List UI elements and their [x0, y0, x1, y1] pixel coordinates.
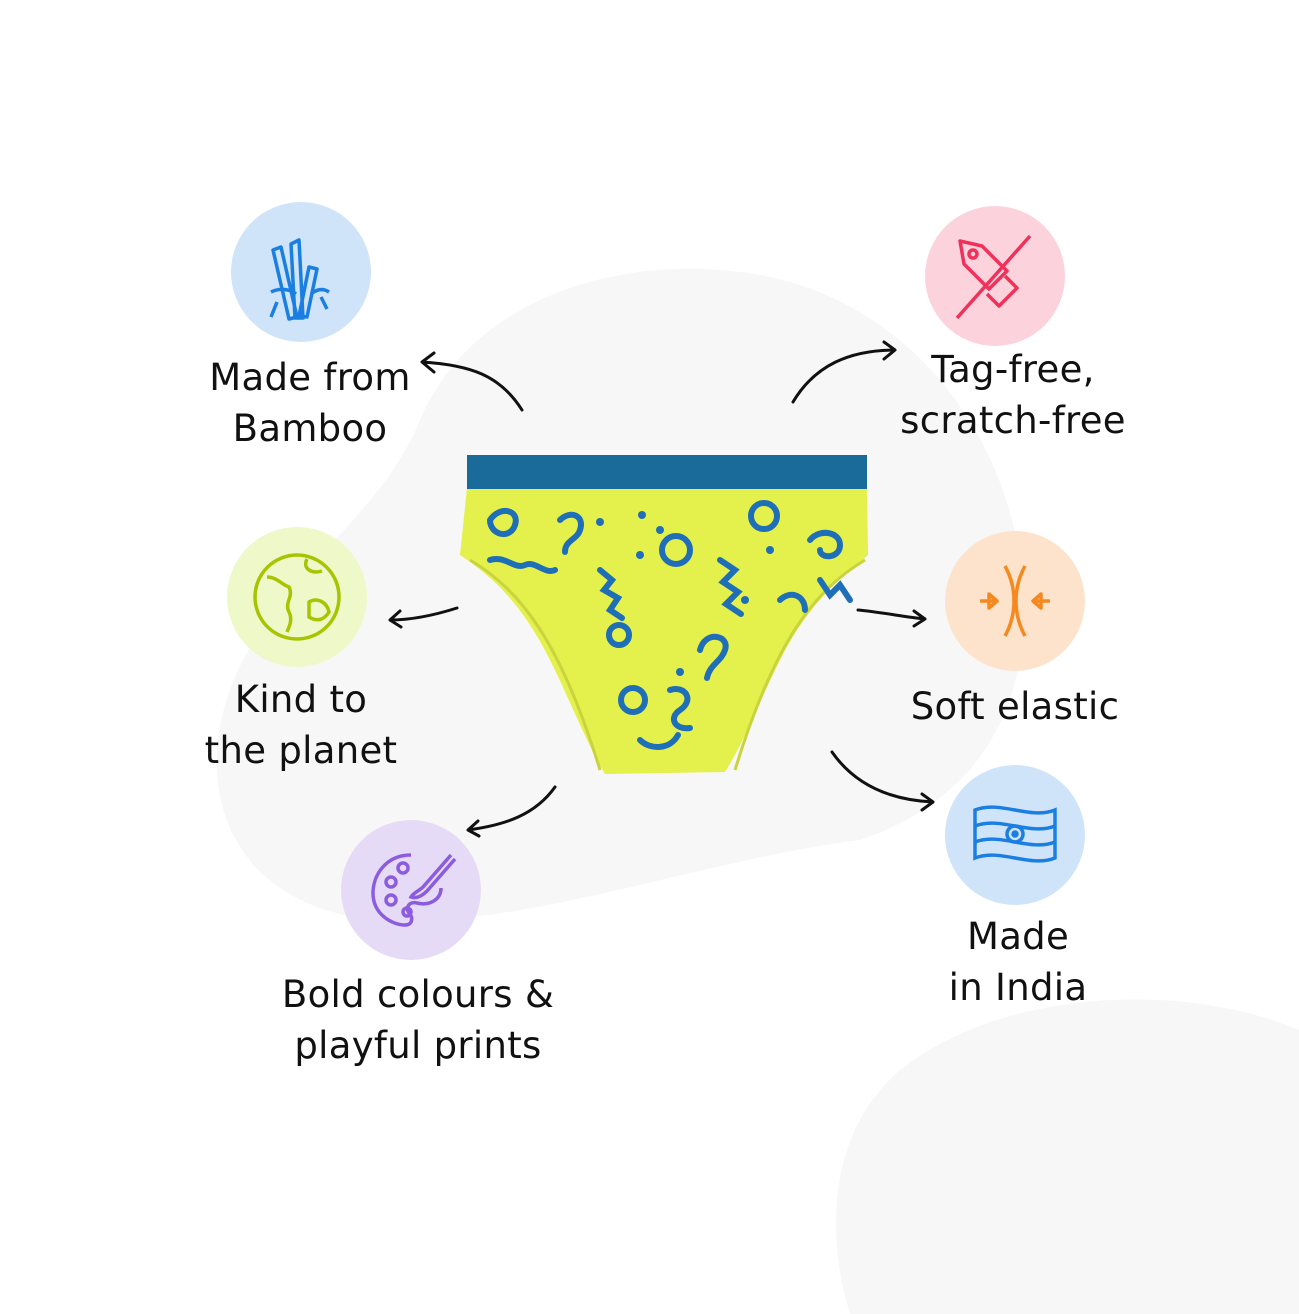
label-line: Made	[966, 915, 1070, 958]
bamboo-feature-circle	[231, 202, 371, 342]
feature-label-elastic: Soft elastic	[911, 681, 1120, 732]
label-line: Tag-free,	[931, 348, 1095, 391]
prints-feature-circle	[341, 820, 481, 960]
label-line: Made from	[209, 356, 411, 399]
label-line: Soft elastic	[910, 685, 1120, 728]
label-line: playful prints	[294, 1024, 542, 1067]
label-line: scratch-free	[900, 399, 1126, 442]
arrow-elastic	[856, 608, 927, 628]
no-tag-icon	[955, 234, 1032, 320]
label-line: Kind to	[234, 678, 368, 721]
feature-label-india: Made in India	[949, 911, 1088, 1013]
palette-icon	[371, 853, 457, 927]
globe-icon	[253, 553, 341, 641]
arrow-prints	[466, 785, 557, 838]
arrow-bamboo	[420, 351, 524, 412]
label-line: in India	[948, 966, 1088, 1009]
elastic-feature-circle	[945, 531, 1085, 671]
arrow-india	[830, 750, 935, 812]
waistband	[467, 455, 867, 489]
label-line: the planet	[204, 729, 398, 772]
feature-label-planet: Kind to the planet	[205, 674, 398, 776]
arrow-planet	[388, 606, 459, 629]
tag-free-feature-circle	[925, 206, 1065, 346]
feature-label-tag-free: Tag-free, scratch-free	[900, 344, 1126, 446]
planet-feature-circle	[227, 527, 367, 667]
bamboo-icon	[269, 238, 330, 321]
feature-label-prints: Bold colours & playful prints	[282, 969, 554, 1071]
label-line: Bamboo	[232, 407, 388, 450]
india-feature-circle	[945, 765, 1085, 905]
arrow-tag	[791, 340, 897, 404]
label-line: Bold colours &	[281, 973, 555, 1016]
india-flag-icon	[973, 805, 1057, 863]
elastic-icon	[980, 565, 1050, 637]
